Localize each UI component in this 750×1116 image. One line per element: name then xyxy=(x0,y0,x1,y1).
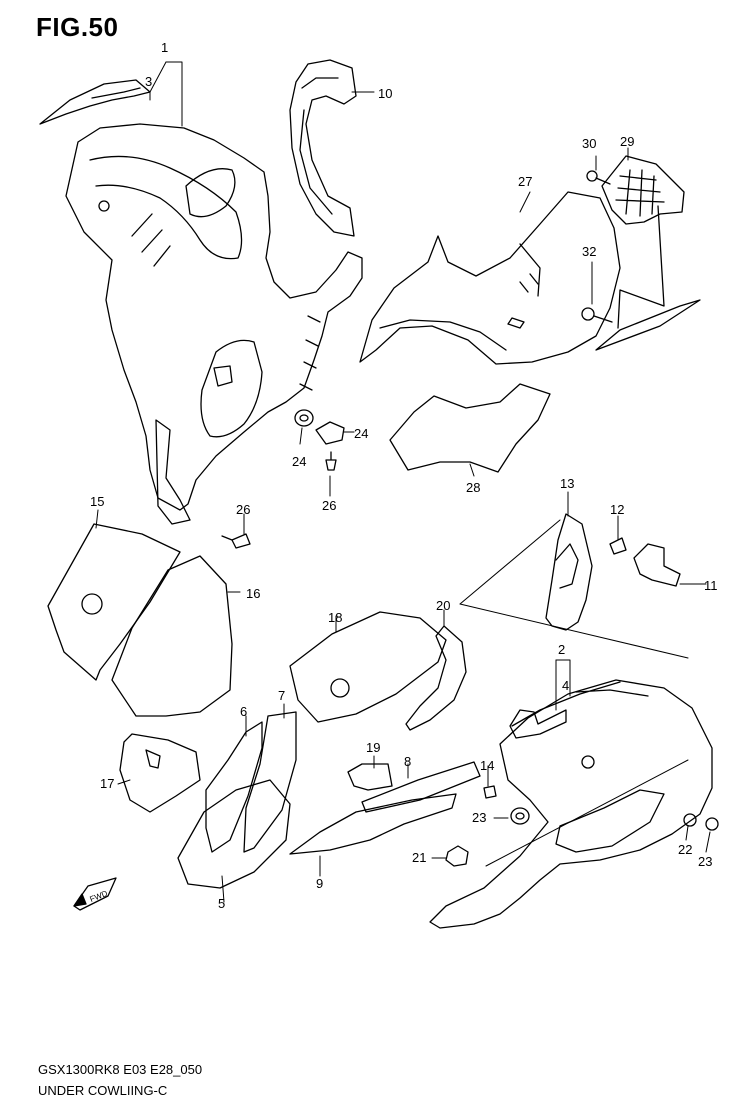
callout-22: 22 xyxy=(678,842,692,857)
callout-21: 21 xyxy=(412,850,426,865)
callout-2: 2 xyxy=(558,642,565,657)
part-15-panel xyxy=(47,523,181,681)
part-24-grommet-lower xyxy=(510,807,530,825)
part-24-grommet-upper xyxy=(294,409,314,427)
part-2-hole xyxy=(581,755,595,769)
callout-4: 4 xyxy=(562,678,569,693)
part-1-tab xyxy=(213,365,233,387)
part-32-screw-shaft xyxy=(593,315,613,323)
callout-28: 27 xyxy=(518,174,532,189)
part-9-panel xyxy=(289,793,457,855)
part-26-screw xyxy=(325,451,337,471)
part-13-bracket xyxy=(545,513,593,631)
part-10-bracket xyxy=(289,59,357,237)
callout-30: 29 xyxy=(620,134,634,149)
callout-26: 26 xyxy=(322,498,336,513)
fwd-arrow-icon: FWD xyxy=(73,877,117,911)
part-8-strip xyxy=(361,761,481,813)
callout-25: 24 xyxy=(354,426,368,441)
part-20-panel xyxy=(405,625,467,731)
callout-15: 15 xyxy=(90,494,104,509)
part-11-stay xyxy=(633,543,681,587)
part-10-bracket-inner xyxy=(299,77,339,215)
callout-31: 30 xyxy=(582,136,596,151)
part-2-upper-edge xyxy=(511,681,649,727)
callout-13: 13 xyxy=(560,476,574,491)
part-2-lower-cowl xyxy=(429,679,713,929)
callout-16: 16 xyxy=(246,586,260,601)
leader-lines xyxy=(95,61,711,903)
callout-3: 3 xyxy=(145,74,152,89)
part-31-screw-shaft xyxy=(595,177,611,185)
part-1-main-cowl xyxy=(65,123,363,511)
part-30-mount-line xyxy=(617,205,665,329)
part-21-nut xyxy=(445,845,469,867)
callout-5: 5 xyxy=(218,896,225,911)
callout-8: 8 xyxy=(404,754,411,769)
figure-title: FIG.50 xyxy=(36,12,119,42)
callout-27: 26 xyxy=(236,502,250,517)
callout-10: 10 xyxy=(378,86,392,101)
part-32-screw xyxy=(581,307,595,321)
part-7-panel xyxy=(243,711,297,853)
part-24-grommet-upper-inner xyxy=(299,414,309,422)
part-1-lower-panel xyxy=(200,339,263,438)
part-17-panel xyxy=(119,733,201,813)
callout-19: 19 xyxy=(366,740,380,755)
callout-20: 20 xyxy=(436,598,450,613)
part-1-mount-hole xyxy=(98,200,110,212)
part-1-clip-row xyxy=(299,315,321,391)
callout-1: 1 xyxy=(161,40,168,55)
part-6-panel xyxy=(205,721,263,853)
callout-9: 9 xyxy=(316,876,323,891)
part-29-insulator xyxy=(389,383,551,473)
part-1-bracket xyxy=(155,419,191,525)
part-24-grommet-lower-inner xyxy=(515,812,525,820)
part-17-notch xyxy=(145,749,161,769)
part-1-ribs xyxy=(131,213,171,267)
part-30-grid xyxy=(615,169,665,217)
callout-11: 11 xyxy=(704,578,718,593)
callout-7: 7 xyxy=(278,688,285,703)
part-3-trim xyxy=(39,79,151,125)
part-25-clip xyxy=(315,421,345,445)
part-32-lower-piece xyxy=(595,299,701,351)
part-16-panel xyxy=(111,555,233,717)
part-18-panel xyxy=(289,611,447,723)
callout-23: 23 xyxy=(698,854,712,869)
part-2-vent xyxy=(555,789,665,853)
part-1-vent-opening xyxy=(185,168,236,218)
callout-17: 17 xyxy=(100,776,114,791)
part-13-bracket-inner xyxy=(555,543,579,589)
section-name: UNDER COWLIING-C xyxy=(38,1083,168,1098)
part-22-washer xyxy=(683,813,697,827)
part-5-panel xyxy=(177,779,291,889)
part-27-screw xyxy=(221,533,251,549)
callout-24-lower: 23 xyxy=(472,810,486,825)
part-23-bolt xyxy=(705,817,719,831)
part-3-trim-inner xyxy=(91,87,141,99)
part-30-bracket xyxy=(601,155,685,225)
part-31-screw xyxy=(586,170,598,182)
part-1-inner-rim xyxy=(89,155,243,260)
part-28-clip-marks xyxy=(519,273,539,293)
part-19-pad xyxy=(347,763,393,791)
part-14-screw xyxy=(483,785,497,799)
callout-6: 6 xyxy=(240,704,247,719)
callout-12: 12 xyxy=(610,502,624,517)
part-28-side-panel xyxy=(359,191,621,365)
part-28-panel-edge xyxy=(379,243,541,351)
callout-32: 32 xyxy=(582,244,596,259)
callout-24-upper: 24 xyxy=(292,454,306,469)
model-code: GSX1300RK8 E03 E28_050 xyxy=(38,1062,203,1077)
part-18-hole xyxy=(330,678,350,698)
part-4-insert xyxy=(509,709,567,739)
callout-29: 28 xyxy=(466,480,480,495)
part-15-hole xyxy=(81,593,103,615)
callout-18: 18 xyxy=(328,610,342,625)
callout-14: 14 xyxy=(480,758,494,773)
